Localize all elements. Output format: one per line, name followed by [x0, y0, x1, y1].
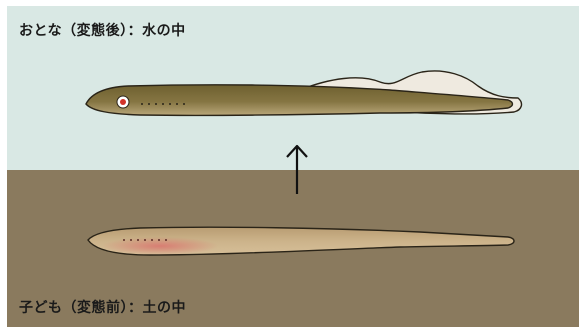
up-arrow-icon [287, 146, 307, 194]
larva-gill-blush [102, 237, 218, 255]
adult-eye-pupil [120, 99, 126, 105]
adult-lamprey [86, 71, 521, 115]
larva-lamprey [88, 227, 514, 255]
